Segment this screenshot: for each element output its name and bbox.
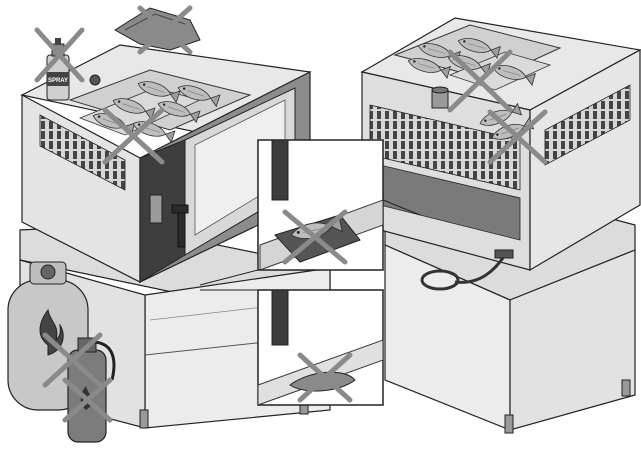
spray-can-label: SPRAY (48, 78, 68, 84)
detail-inset-top (258, 140, 383, 270)
detail-inset-bottom (258, 290, 383, 405)
cloth-on-oven-top (115, 8, 200, 50)
